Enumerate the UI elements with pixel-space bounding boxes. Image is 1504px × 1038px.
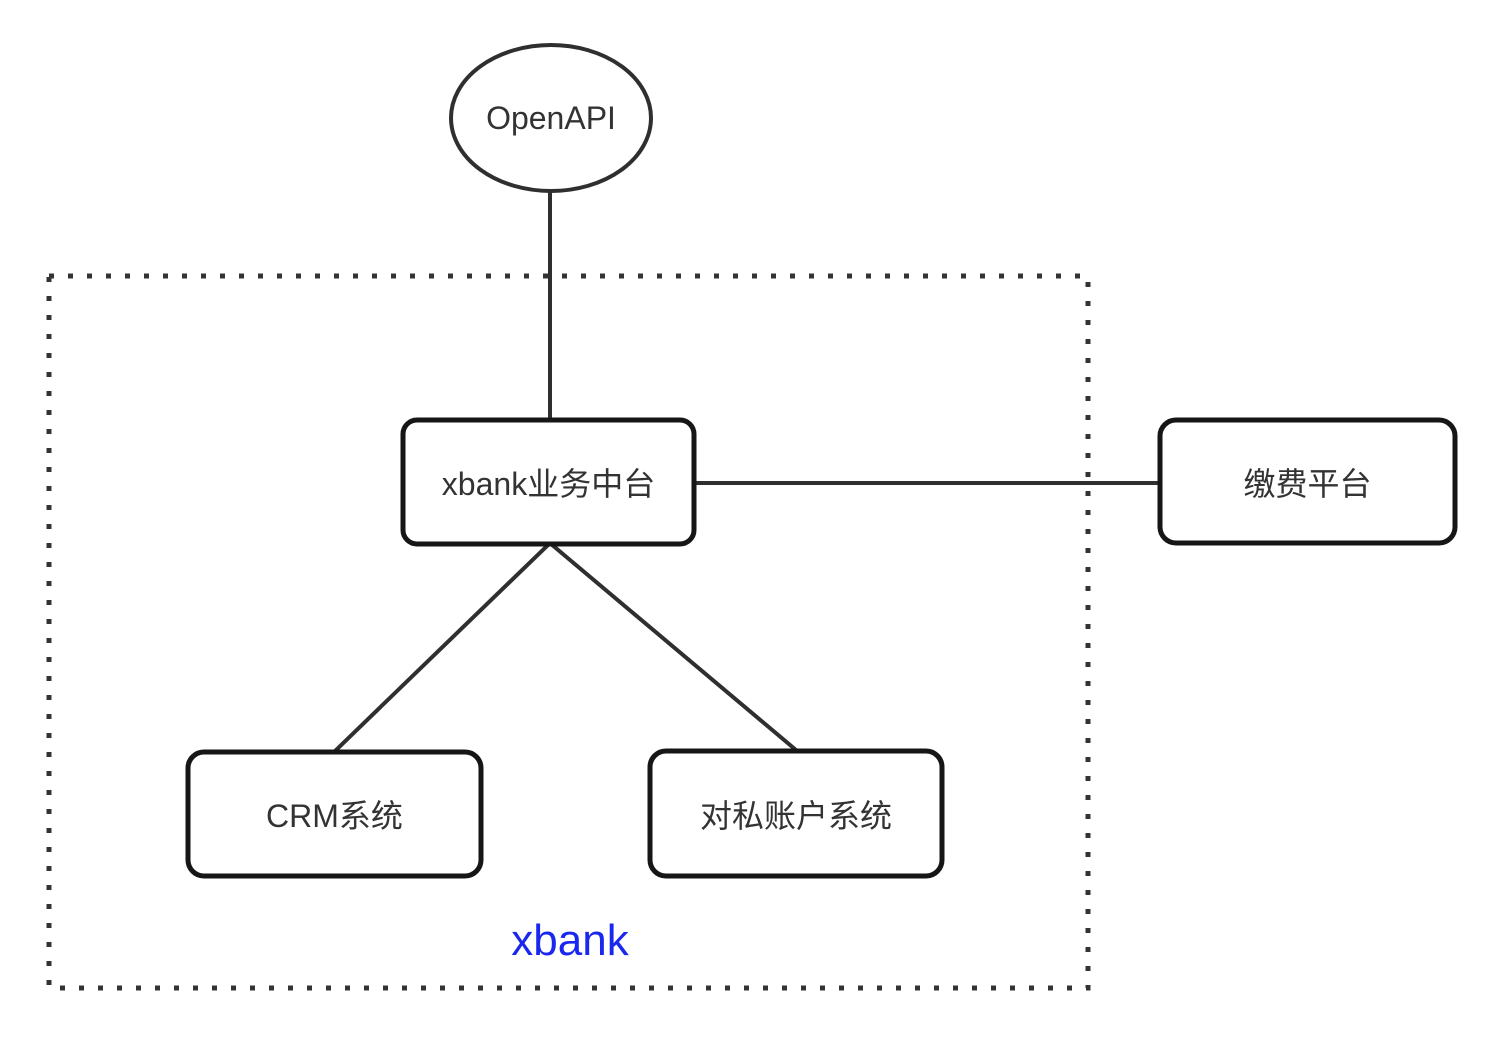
edge-hub-crm — [333, 542, 551, 753]
node-account[interactable] — [647, 748, 945, 879]
boundary-rect — [46, 273, 1091, 991]
node-openapi[interactable] — [449, 43, 653, 193]
node-payment[interactable] — [1157, 417, 1458, 546]
node-crm[interactable] — [185, 749, 484, 879]
edge-hub-account — [549, 542, 798, 752]
node-hub[interactable] — [400, 417, 697, 547]
